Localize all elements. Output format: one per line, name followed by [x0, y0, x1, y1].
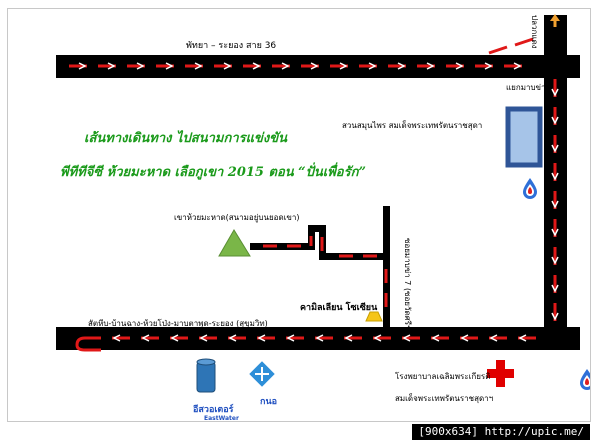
mountain-icon [218, 229, 251, 257]
garden-rectangle-icon [505, 106, 543, 168]
route-arrow [488, 45, 508, 55]
label-sukhumvit: สัตหีบ-บ้านฉาง-ห้วยโป่ง-มาบตาพุด-ระยอง (… [88, 319, 268, 328]
label-soi: ซอยมาบข่า 7 (ซอยวัดศรีฯ) [403, 238, 412, 333]
label-hospital-line2: สมเด็จพระเทพรัตนราชสุดาฯ [395, 394, 494, 403]
kanor-logo-icon [249, 361, 275, 387]
map-title-line1: เส้นทางเดินทาง ไปสนามการแข่งขัน [84, 131, 288, 146]
hospital-cross-icon [487, 360, 514, 387]
factory-icon [365, 311, 383, 322]
label-eastwater: อีสวอเตอร์ [193, 405, 234, 415]
label-junction: แยกมาบข่า [506, 83, 546, 92]
road-branch-h1 [322, 253, 390, 260]
label-eastwater-logo: EastWater [204, 415, 239, 422]
image-source-footer: [900x634] http://upic.me/ [412, 424, 590, 440]
label-mountain: เขาห้วยมะหาด(สนามอยู่บนยอดเขา) [174, 213, 300, 222]
label-hospital-line1: โรงพยาบาลเฉลิมพระเกียรติ [395, 372, 491, 381]
route-chevrons [78, 62, 559, 342]
water-tank-icon [196, 358, 216, 393]
label-chemical: คามิลเลียน โซเซียน [300, 303, 378, 313]
road-branch-top [308, 225, 326, 232]
road-soi-vertical [383, 206, 390, 327]
gas-station-icon [580, 369, 590, 390]
road-junction-south [544, 78, 567, 348]
label-garden: สวนสมุนไพร สมเด็จพระเทพรัตนราชสุดา [342, 121, 483, 130]
arrow-up-icon [550, 14, 560, 27]
road-north-vertical [544, 15, 567, 78]
gas-station-icon [523, 178, 537, 199]
label-highway-36: พัทยา – ระยอง สาย 36 [186, 41, 277, 51]
label-kanor: กนอ [260, 397, 278, 407]
road-branch-to-mountain [250, 243, 315, 250]
route-uturn [75, 336, 101, 352]
route-arrow [514, 37, 534, 47]
map-title-line2: พีทีทีจีซี ห้วยมะหาด เลือกูเขา 2015 ตอน … [60, 165, 366, 180]
label-highway-north: ปลวกแดง [530, 15, 539, 49]
map-drawing [56, 14, 590, 393]
map-frame: พัทยา – ระยอง สาย 36 แยกมาบข่า ปลวกแดง ส… [7, 8, 591, 422]
